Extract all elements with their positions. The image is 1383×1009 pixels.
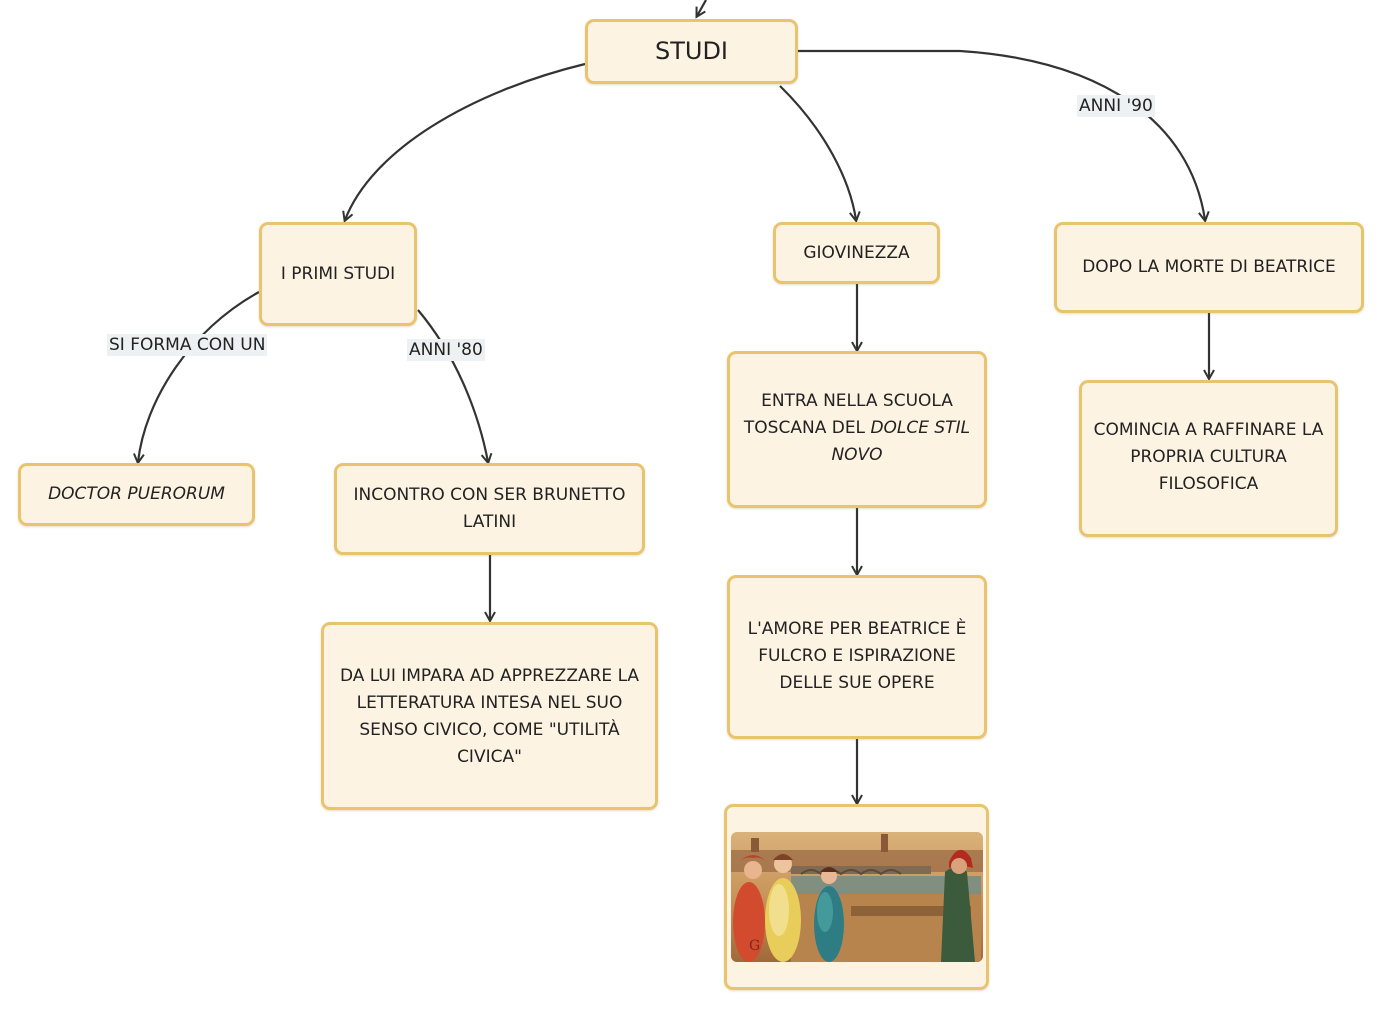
node-doctor-text: DOCTOR PUERORUM bbox=[48, 484, 225, 504]
node-brunetto-text: INCONTRO CON SER BRUNETTO LATINI bbox=[353, 485, 626, 532]
node-entra-text: ENTRA NELLA SCUOLA TOSCANA DEL DOLCE STI… bbox=[736, 388, 978, 469]
node-giovinezza-text: GIOVINEZZA bbox=[803, 242, 910, 263]
node-impara-text: DA LUI IMPARA AD APPREZZARE LA LETTERATU… bbox=[339, 666, 640, 767]
node-entra-text-main: ENTRA NELLA SCUOLA TOSCANA DEL bbox=[743, 391, 953, 438]
edge-incoming-studi bbox=[697, 0, 707, 16]
node-primi-studi-text: I PRIMI STUDI bbox=[280, 263, 396, 284]
node-entra-text-italic: DOLCE STIL NOVO bbox=[831, 418, 971, 465]
edge-label-anni-90: ANNI '90 bbox=[1077, 95, 1155, 117]
node-giovinezza[interactable]: GIOVINEZZA bbox=[773, 222, 940, 284]
node-primi-studi[interactable]: I PRIMI STUDI bbox=[259, 222, 417, 326]
edge-label-si-forma: SI FORMA CON UN bbox=[107, 334, 268, 356]
node-comincia-text: COMINCIA A RAFFINARE LA PROPRIA CULTURA … bbox=[1093, 420, 1324, 494]
edge-primi-brunetto bbox=[417, 309, 488, 462]
edge-studi-primi bbox=[345, 62, 586, 220]
edge-label-anni-80: ANNI '80 bbox=[407, 339, 485, 361]
node-studi-text: STUDI bbox=[654, 37, 729, 65]
painting-monogram: G bbox=[749, 938, 760, 954]
node-impara[interactable]: DA LUI IMPARA AD APPREZZARE LA LETTERATU… bbox=[321, 622, 658, 810]
painting-image: G bbox=[731, 832, 983, 962]
node-brunetto[interactable]: INCONTRO CON SER BRUNETTO LATINI bbox=[334, 463, 645, 555]
node-amore[interactable]: L'AMORE PER BEATRICE È FULCRO E ISPIRAZI… bbox=[727, 575, 987, 739]
node-comincia[interactable]: COMINCIA A RAFFINARE LA PROPRIA CULTURA … bbox=[1079, 380, 1338, 537]
node-studi[interactable]: STUDI bbox=[585, 19, 798, 84]
edge-primi-doctor bbox=[138, 291, 260, 462]
node-dopo-morte-text: DOPO LA MORTE DI BEATRICE bbox=[1082, 257, 1336, 277]
edge-studi-giovinezza bbox=[779, 85, 856, 220]
node-doctor-puerorum[interactable]: DOCTOR PUERORUM bbox=[18, 463, 255, 526]
node-entra-scuola[interactable]: ENTRA NELLA SCUOLA TOSCANA DEL DOLCE STI… bbox=[727, 351, 987, 508]
node-amore-text: L'AMORE PER BEATRICE È FULCRO E ISPIRAZI… bbox=[747, 619, 967, 693]
painting-illustration: G bbox=[731, 832, 983, 962]
edge-studi-dopo bbox=[798, 49, 1205, 220]
node-dopo-morte[interactable]: DOPO LA MORTE DI BEATRICE bbox=[1054, 222, 1364, 313]
